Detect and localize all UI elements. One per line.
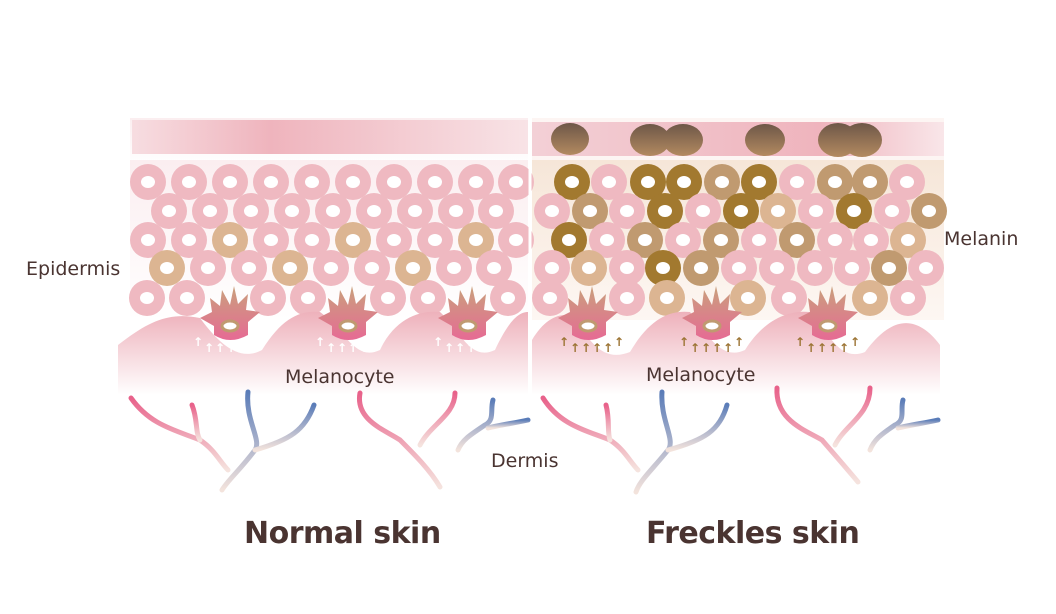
svg-text:↑: ↑ xyxy=(370,335,380,349)
svg-text:↑: ↑ xyxy=(603,341,613,355)
svg-text:↑: ↑ xyxy=(444,341,454,355)
stratum-corneum xyxy=(532,122,944,156)
title-freckles-skin: Freckles skin xyxy=(646,516,860,551)
title-normal-skin: Normal skin xyxy=(244,516,441,551)
svg-text:↑: ↑ xyxy=(488,335,498,349)
svg-text:↑: ↑ xyxy=(828,341,838,355)
freckles-dermis-layer xyxy=(532,311,940,395)
svg-text:↑: ↑ xyxy=(570,341,580,355)
svg-text:↑: ↑ xyxy=(592,341,602,355)
svg-text:↑: ↑ xyxy=(248,335,258,349)
svg-text:↑: ↑ xyxy=(701,341,711,355)
svg-text:↑: ↑ xyxy=(614,335,624,349)
svg-text:↑: ↑ xyxy=(734,335,744,349)
svg-text:↑: ↑ xyxy=(433,335,443,349)
svg-text:↑: ↑ xyxy=(359,341,369,355)
melanin-deposits xyxy=(551,123,882,157)
label-melanocyte-normal: Melanocyte xyxy=(285,366,395,388)
svg-text:↑: ↑ xyxy=(193,335,203,349)
svg-text:↑: ↑ xyxy=(817,341,827,355)
svg-text:↑: ↑ xyxy=(679,335,689,349)
svg-text:↑: ↑ xyxy=(477,341,487,355)
label-dermis: Dermis xyxy=(491,450,559,472)
svg-text:↑: ↑ xyxy=(559,335,569,349)
label-epidermis: Epidermis xyxy=(26,258,121,280)
svg-text:↑: ↑ xyxy=(348,341,358,355)
svg-text:↑: ↑ xyxy=(806,341,816,355)
svg-text:↑: ↑ xyxy=(850,335,860,349)
svg-text:↑: ↑ xyxy=(215,341,225,355)
svg-text:↑: ↑ xyxy=(466,341,476,355)
label-melanin: Melanin xyxy=(944,228,1019,250)
blood-vessels xyxy=(128,385,941,495)
melanocytes xyxy=(200,286,858,340)
svg-text:↑: ↑ xyxy=(237,341,247,355)
svg-text:↑: ↑ xyxy=(315,335,325,349)
normal-epidermis-cells xyxy=(129,164,534,316)
freckles-epidermis-cells xyxy=(532,164,947,316)
svg-text:↑: ↑ xyxy=(204,341,214,355)
normal-dermis-layer xyxy=(118,311,528,395)
svg-text:↑: ↑ xyxy=(690,341,700,355)
melanin-arrows: ↑↑↑↑↑↑↑↑↑↑↑↑↑↑↑↑↑↑↑↑↑↑↑↑↑↑↑↑↑↑↑↑↑↑↑↑ xyxy=(193,335,860,355)
svg-text:↑: ↑ xyxy=(839,341,849,355)
label-melanocyte-freckles: Melanocyte xyxy=(646,364,756,386)
svg-text:↑: ↑ xyxy=(326,341,336,355)
svg-text:↑: ↑ xyxy=(712,341,722,355)
svg-text:↑: ↑ xyxy=(337,341,347,355)
svg-text:↑: ↑ xyxy=(795,335,805,349)
svg-text:↑: ↑ xyxy=(226,341,236,355)
svg-text:↑: ↑ xyxy=(723,341,733,355)
stratum-corneum xyxy=(132,120,528,154)
svg-text:↑: ↑ xyxy=(455,341,465,355)
svg-text:↑: ↑ xyxy=(581,341,591,355)
